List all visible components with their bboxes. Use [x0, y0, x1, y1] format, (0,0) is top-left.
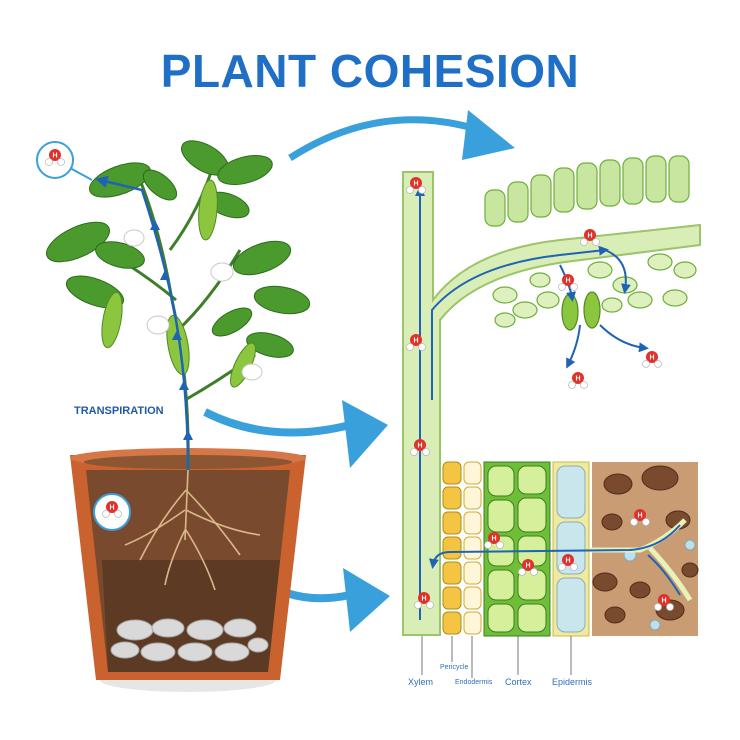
- xylem-vessel: [402, 171, 701, 636]
- endodermis-label: Endodermis: [455, 679, 493, 686]
- water-molecule-icon: [93, 493, 131, 531]
- cortex-label: Cortex: [505, 677, 532, 687]
- flower-pot: [70, 448, 306, 692]
- pericycle-label: Pericycle: [440, 664, 469, 671]
- middle-curved-arrow: [203, 400, 388, 468]
- water-molecule-icon: [36, 141, 93, 181]
- top-curved-arrow: [288, 110, 515, 161]
- root-cross-section: [428, 461, 699, 637]
- xylem-label: Xylem: [408, 677, 434, 687]
- label-leader-lines: [421, 636, 572, 678]
- leaf-cross-section: [484, 155, 697, 389]
- epidermis-label: Epidermis: [552, 677, 593, 687]
- transpiration-label: TRANSPIRATION: [74, 405, 164, 417]
- diagram-title: PLANT COHESION: [160, 45, 580, 97]
- plant: [46, 140, 311, 471]
